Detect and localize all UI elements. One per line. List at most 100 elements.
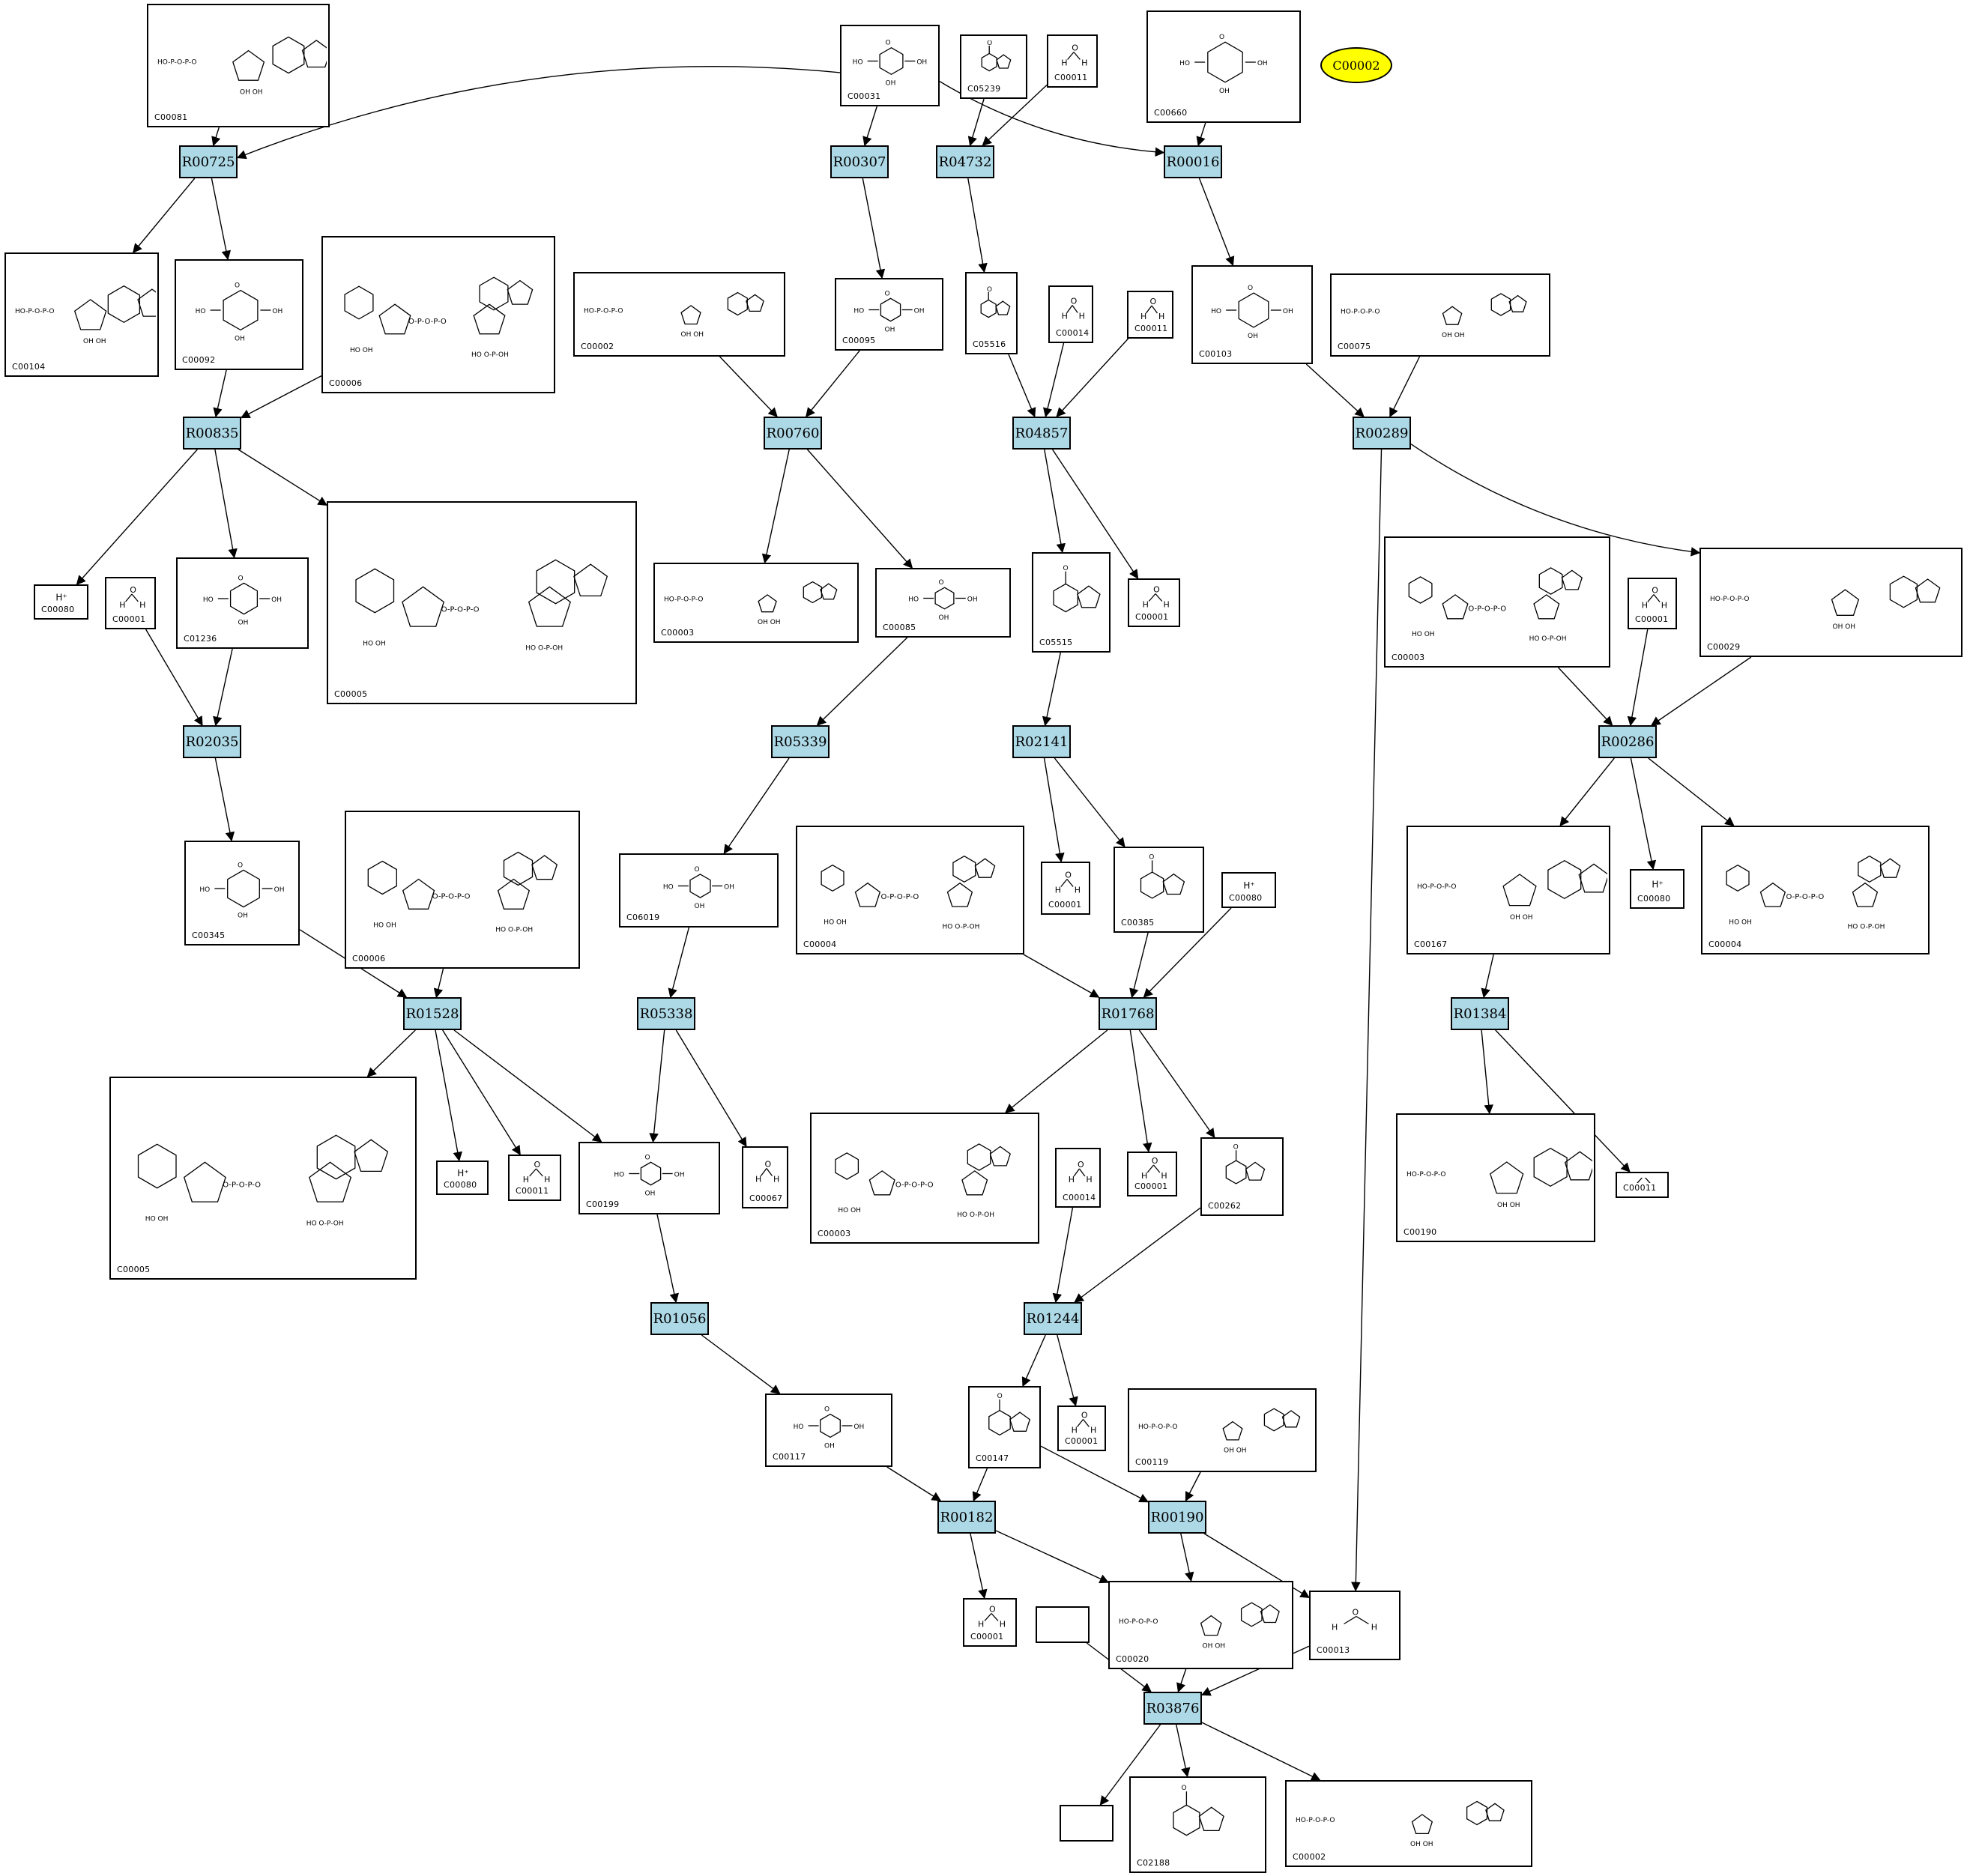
reaction-r00190[interactable]: R00190 xyxy=(1148,1501,1206,1534)
svg-text:H: H xyxy=(544,1175,550,1184)
edge-R01384-n47 xyxy=(1495,1029,1631,1172)
reaction-r00016[interactable]: R00016 xyxy=(1164,145,1222,178)
reaction-r00307[interactable]: R00307 xyxy=(830,145,889,178)
reaction-r02035[interactable]: R02035 xyxy=(183,725,241,758)
reaction-r01244[interactable]: R01244 xyxy=(1024,1302,1082,1335)
highlighted-compound[interactable]: C00002 xyxy=(1320,47,1392,83)
reaction-r03876[interactable]: R03876 xyxy=(1143,1692,1202,1725)
edge-n48-R00182 xyxy=(886,1466,942,1501)
reaction-r00725[interactable]: R00725 xyxy=(179,145,238,178)
reaction-r00760[interactable]: R00760 xyxy=(764,417,822,450)
empty-node[interactable] xyxy=(1036,1606,1090,1643)
svg-text:H: H xyxy=(1061,58,1067,68)
reaction-r00835[interactable]: R00835 xyxy=(183,417,241,450)
svg-text:OH: OH xyxy=(695,903,705,910)
reaction-r00182[interactable]: R00182 xyxy=(937,1501,996,1534)
svg-text:O-P-O-P-O: O-P-O-P-O xyxy=(880,893,919,901)
compound-c00080[interactable]: H⁺C00080 xyxy=(1630,869,1684,909)
reaction-r04857[interactable]: R04857 xyxy=(1012,417,1071,450)
compound-id: C00001 xyxy=(1134,1181,1168,1191)
compound-c00080[interactable]: H⁺C00080 xyxy=(436,1161,489,1195)
reaction-r05338[interactable]: R05338 xyxy=(637,997,695,1030)
edge-R00286-n35 xyxy=(1630,757,1657,871)
reaction-r01056[interactable]: R01056 xyxy=(650,1302,709,1335)
reaction-r01384[interactable]: R01384 xyxy=(1451,997,1509,1030)
compound-c00080[interactable]: H⁺C00080 xyxy=(34,584,88,620)
edge-R00307-n10 xyxy=(862,178,886,279)
svg-text:H⁺: H⁺ xyxy=(55,593,67,603)
edge-n53-R03876 xyxy=(1176,1668,1187,1693)
compound-id: C00031 xyxy=(847,91,881,101)
empty-node[interactable] xyxy=(1060,1805,1114,1842)
svg-text:HO OH: HO OH xyxy=(824,919,847,926)
svg-text:OH OH: OH OH xyxy=(1833,623,1856,631)
edge-n15-R00289 xyxy=(1389,356,1421,418)
reaction-r01768[interactable]: R01768 xyxy=(1099,997,1157,1030)
reaction-r01528[interactable]: R01528 xyxy=(403,997,462,1030)
reaction-r00286[interactable]: R00286 xyxy=(1598,725,1657,758)
svg-text:H: H xyxy=(1090,1426,1096,1435)
svg-text:HO: HO xyxy=(853,308,864,315)
compound-id: C00085 xyxy=(883,623,916,632)
reaction-r00289[interactable]: R00289 xyxy=(1353,417,1411,450)
reaction-r04732[interactable]: R04732 xyxy=(936,145,994,178)
reaction-r02141[interactable]: R02141 xyxy=(1012,725,1071,758)
compound-c00080[interactable]: H⁺C00080 xyxy=(1221,872,1276,908)
reaction-r05339[interactable]: R05339 xyxy=(771,725,830,758)
